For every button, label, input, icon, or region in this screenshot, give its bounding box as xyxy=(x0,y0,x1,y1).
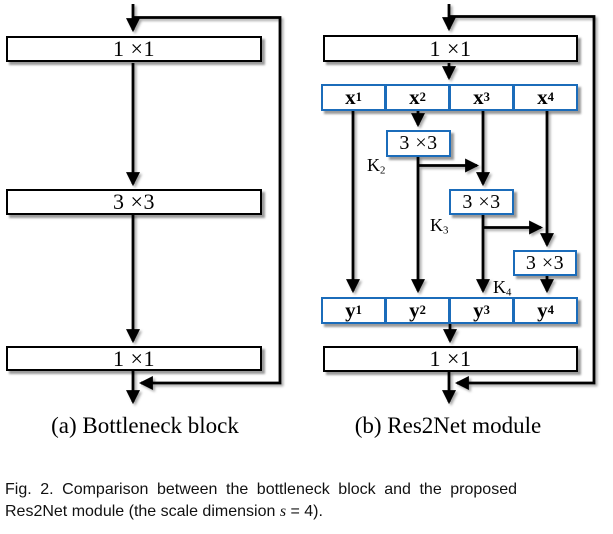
a-conv1x1-bottom-box: 1 ×1 xyxy=(6,346,262,371)
k4-base: K xyxy=(493,277,506,297)
figure-caption-scale-var: s xyxy=(279,502,287,520)
a-conv1x1-bottom-label: 1 ×1 xyxy=(113,345,155,371)
x1-label: x xyxy=(345,85,356,109)
x4-subscript: 4 xyxy=(547,90,554,104)
x2-subscript: 2 xyxy=(419,90,426,104)
b-conv1x1-bottom-label: 1 ×1 xyxy=(429,346,472,371)
b-conv1x1-bottom-box: 1 ×1 xyxy=(323,346,578,372)
y1-label: y xyxy=(345,298,356,322)
b-conv3x3-k2-label: 3 ×3 xyxy=(399,132,438,154)
k2-subscript: 2 xyxy=(380,164,386,177)
k3-base: K xyxy=(430,215,443,235)
connector-layer xyxy=(126,4,596,405)
b-conv1x1-top-box: 1 ×1 xyxy=(323,35,578,62)
panel-a-caption: (a) Bottleneck block xyxy=(0,413,290,439)
b-conv3x3-k2-box: 3 ×3 xyxy=(386,130,451,157)
k4-label: K4 xyxy=(493,277,511,298)
panel-a-caption-text: (a) Bottleneck block xyxy=(51,413,239,438)
arrow-b-skip-connection xyxy=(449,15,596,390)
x3-label: x xyxy=(473,85,484,109)
panel-b-caption: (b) Res2Net module xyxy=(303,413,593,439)
b-conv1x1-top-label: 1 ×1 xyxy=(429,35,472,61)
y2-subscript: 2 xyxy=(419,303,426,317)
y3-label: y xyxy=(473,298,484,322)
k2-label: K2 xyxy=(367,155,385,176)
x3-subscript: 3 xyxy=(483,90,490,104)
b-conv3x3-k3-label: 3 ×3 xyxy=(462,190,501,213)
arrow-a-skip-connection xyxy=(133,16,282,390)
figure-caption-line2: Res2Net module (the scale dimension s = … xyxy=(5,501,517,523)
figure-caption-line2-pre: Res2Net module (the scale dimension xyxy=(5,502,280,520)
x2-label: x xyxy=(409,85,420,109)
figure-caption: Fig. 2. Comparison between the bottlenec… xyxy=(5,479,517,522)
figure-caption-line2-post: = 4). xyxy=(286,502,323,520)
a-conv3x3-label: 3 ×3 xyxy=(113,189,155,214)
a-conv1x1-top-box: 1 ×1 xyxy=(6,36,262,62)
k3-label: K3 xyxy=(430,215,448,236)
x4-label: x xyxy=(537,85,548,109)
a-conv1x1-top-label: 1 ×1 xyxy=(113,36,155,61)
y2-label: y xyxy=(409,298,420,322)
y3-subscript: 3 xyxy=(483,303,490,317)
panel-b-caption-text: (b) Res2Net module xyxy=(354,413,542,438)
k2-base: K xyxy=(367,155,380,175)
y4-subscript: 4 xyxy=(547,303,554,317)
figure-caption-line1: Fig. 2. Comparison between the bottlenec… xyxy=(5,481,517,498)
k4-subscript: 4 xyxy=(506,286,512,299)
y4-label: y xyxy=(537,298,548,322)
y1-subscript: 1 xyxy=(355,303,362,317)
a-conv3x3-box: 3 ×3 xyxy=(6,189,262,215)
b-conv3x3-k4-label: 3 ×3 xyxy=(525,251,565,274)
b-conv3x3-k4-box: 3 ×3 xyxy=(513,250,577,276)
x1-subscript: 1 xyxy=(355,90,362,104)
k3-subscript: 3 xyxy=(443,224,449,237)
b-conv3x3-k3-box: 3 ×3 xyxy=(449,189,514,215)
